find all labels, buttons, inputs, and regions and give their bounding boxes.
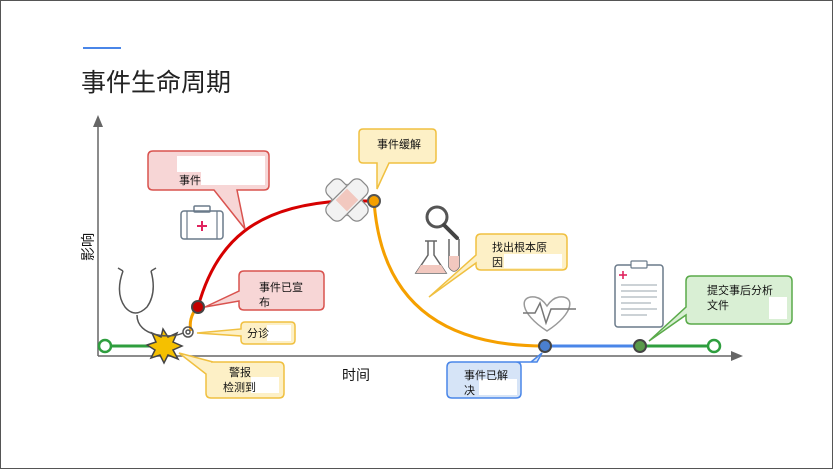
- callout-root-cause-text-1: 找出根本原: [492, 241, 547, 254]
- y-axis-label: 影响: [81, 233, 97, 261]
- resolved-node: [538, 339, 552, 353]
- callout-declared: [204, 270, 325, 311]
- callout-root-cause-text-2: 因: [492, 256, 503, 269]
- callout-alert-text-1: 警报: [229, 366, 251, 379]
- callout-resolved: [446, 352, 543, 399]
- heart-monitor-icon: [523, 296, 576, 332]
- x-axis-label: 时间: [342, 368, 370, 384]
- timeline-end-node: [706, 338, 722, 354]
- callout-declared-text-2: 布: [259, 296, 270, 309]
- declared-node: [191, 300, 205, 314]
- callout-postmortem-text-1: 提交事后分析: [707, 284, 773, 297]
- mitigated-node: [367, 194, 381, 208]
- callout-mitigated-text: 事件缓解: [377, 138, 421, 151]
- callout-triage-text: 分诊: [247, 327, 269, 340]
- clipboard-icon: [614, 260, 664, 328]
- callout-incident-text: 事件: [179, 174, 201, 187]
- callout-postmortem-text-2: 文件: [707, 299, 729, 312]
- medical-kit-icon: [180, 205, 224, 240]
- callout-resolved-text-2: 决: [464, 384, 475, 397]
- callout-resolved-text-1: 事件已解: [464, 369, 508, 382]
- test-tube-icon: [448, 239, 460, 272]
- bandage-icon: [325, 178, 369, 222]
- callout-root-cause: [428, 233, 568, 298]
- alert-burst-icon: [145, 327, 184, 365]
- callout-alert-text-2: 检测到: [223, 381, 256, 394]
- callout-mitigated: [358, 128, 437, 190]
- callout-declared-text-1: 事件已宣: [259, 281, 303, 294]
- magnifier-icon: [425, 205, 459, 240]
- callout-postmortem: [648, 275, 793, 342]
- timeline-start-node: [97, 338, 113, 354]
- slide-title: 事件生命周期: [81, 68, 232, 97]
- stethoscope-icon: [117, 267, 194, 338]
- postmortem-node: [633, 339, 647, 353]
- title-accent-bar: [83, 47, 121, 49]
- axes: [93, 115, 743, 361]
- flask-icon: [414, 240, 448, 274]
